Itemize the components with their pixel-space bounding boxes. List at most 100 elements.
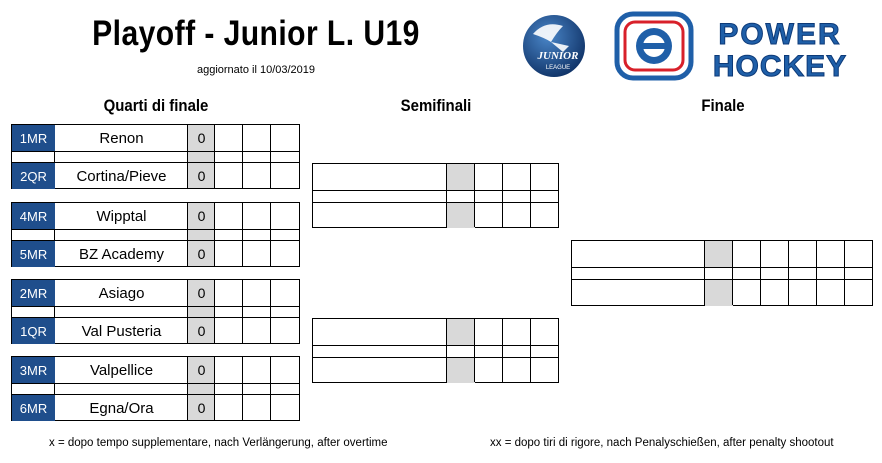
team-name: Valpellice bbox=[89, 361, 154, 379]
row-divider bbox=[313, 345, 558, 346]
final-heading: Finale bbox=[701, 96, 745, 115]
junior-league-logo-line2: LEAGUE bbox=[546, 65, 570, 71]
score-shade bbox=[705, 241, 733, 267]
row-divider bbox=[12, 151, 299, 152]
semifinal-1-grid bbox=[312, 163, 559, 228]
row-divider bbox=[12, 162, 299, 163]
row-divider bbox=[12, 317, 299, 318]
team-column bbox=[12, 125, 188, 188]
team-column bbox=[12, 357, 188, 420]
row-divider bbox=[313, 202, 558, 203]
team-score: 0 bbox=[197, 208, 206, 224]
seed-badge: 1QR bbox=[12, 318, 55, 344]
row-divider bbox=[12, 229, 299, 230]
shootout-legend: xx = dopo tiri di rigore, nach Penalysch… bbox=[490, 437, 834, 449]
team-name: Val Pusteria bbox=[81, 322, 162, 340]
row-divider bbox=[12, 394, 299, 395]
seed-badge: 5MR bbox=[12, 241, 55, 267]
team-name: Egna/Ora bbox=[89, 399, 154, 417]
quarterfinals-heading: Quarti di finale bbox=[103, 96, 209, 115]
period-column bbox=[12, 357, 243, 420]
quarterfinal-1-grid: 1MR Renon 0 2QR Cortina/Pieve 0 bbox=[11, 124, 300, 189]
score-shade bbox=[188, 357, 215, 420]
score-column bbox=[12, 125, 215, 188]
period-column bbox=[12, 125, 243, 188]
quarterfinal-4-grid: 3MR Valpellice 0 6MR Egna/Ora 0 bbox=[11, 356, 300, 421]
seed-column bbox=[12, 125, 55, 188]
seed-column bbox=[12, 203, 55, 266]
seed-badge: 2MR bbox=[12, 280, 55, 306]
period-column bbox=[313, 319, 503, 382]
page-title: Playoff - Junior L. U19 bbox=[92, 14, 420, 53]
seed-badge: 2QR bbox=[12, 163, 55, 189]
seed-badge: 3MR bbox=[12, 357, 55, 383]
period-column bbox=[572, 241, 789, 305]
period-column bbox=[12, 203, 243, 266]
period-column bbox=[313, 319, 531, 382]
row-divider bbox=[572, 267, 872, 268]
score-column bbox=[313, 164, 475, 227]
score-shade bbox=[447, 319, 475, 345]
team-score: 0 bbox=[197, 362, 206, 378]
row-divider bbox=[313, 190, 558, 191]
team-column bbox=[313, 164, 447, 227]
quarterfinal-3-grid: 2MR Asiago 0 1QR Val Pusteria 0 bbox=[11, 279, 300, 344]
team-name: Asiago bbox=[98, 284, 145, 302]
period-column bbox=[12, 280, 243, 343]
junior-league-logo-graphic: JUNIOR LEAGUE bbox=[521, 13, 587, 79]
period-column bbox=[572, 241, 817, 305]
score-shade bbox=[188, 125, 215, 188]
team-name: Renon bbox=[99, 129, 144, 147]
period-column bbox=[12, 357, 271, 420]
period-column bbox=[313, 164, 503, 227]
score-shade bbox=[447, 357, 475, 383]
overtime-legend: x = dopo tempo supplementare, nach Verlä… bbox=[49, 437, 388, 449]
semifinal-2-grid bbox=[312, 318, 559, 383]
team-column bbox=[12, 280, 188, 343]
team-score: 0 bbox=[197, 168, 206, 184]
team-score: 0 bbox=[197, 130, 206, 146]
seed-badge: 6MR bbox=[12, 395, 55, 421]
team-name: Cortina/Pieve bbox=[76, 167, 167, 185]
period-column bbox=[12, 125, 271, 188]
junior-league-logo-line1: JUNIOR bbox=[537, 50, 579, 62]
period-column bbox=[12, 203, 271, 266]
quarterfinal-2-grid: 4MR Wipptal 0 5MR BZ Academy 0 bbox=[11, 202, 300, 267]
team-score: 0 bbox=[197, 400, 206, 416]
row-divider bbox=[12, 240, 299, 241]
period-column bbox=[572, 241, 845, 305]
score-shade bbox=[447, 202, 475, 228]
team-score: 0 bbox=[197, 246, 206, 262]
score-column bbox=[572, 241, 733, 305]
team-name: Wipptal bbox=[96, 207, 147, 225]
power-hockey-logo: POWER HOCKEY bbox=[613, 10, 869, 84]
score-column bbox=[12, 357, 215, 420]
power-hockey-logo-line1: POWER bbox=[718, 18, 841, 51]
score-column bbox=[313, 319, 475, 382]
row-divider bbox=[12, 383, 299, 384]
updated-date: aggiornato il 10/03/2019 bbox=[196, 64, 316, 76]
score-column bbox=[12, 280, 215, 343]
seed-column bbox=[12, 280, 55, 343]
period-column bbox=[313, 164, 531, 227]
period-column bbox=[12, 280, 271, 343]
team-name: BZ Academy bbox=[78, 245, 165, 263]
team-score: 0 bbox=[197, 285, 206, 301]
row-divider bbox=[572, 279, 872, 280]
team-score: 0 bbox=[197, 323, 206, 339]
score-shade bbox=[188, 280, 215, 343]
team-column bbox=[572, 241, 705, 305]
score-shade bbox=[447, 164, 475, 190]
power-hockey-logo-graphic: POWER HOCKEY bbox=[614, 11, 847, 84]
seed-column bbox=[12, 357, 55, 420]
score-column bbox=[12, 203, 215, 266]
period-column bbox=[572, 241, 761, 305]
score-shade bbox=[705, 279, 733, 306]
team-column bbox=[12, 203, 188, 266]
row-divider bbox=[313, 357, 558, 358]
seed-badge: 1MR bbox=[12, 125, 55, 151]
power-hockey-logo-line2: HOCKEY bbox=[713, 50, 847, 82]
score-shade bbox=[188, 203, 215, 266]
semifinals-heading: Semifinali bbox=[400, 96, 472, 115]
row-divider bbox=[12, 306, 299, 307]
